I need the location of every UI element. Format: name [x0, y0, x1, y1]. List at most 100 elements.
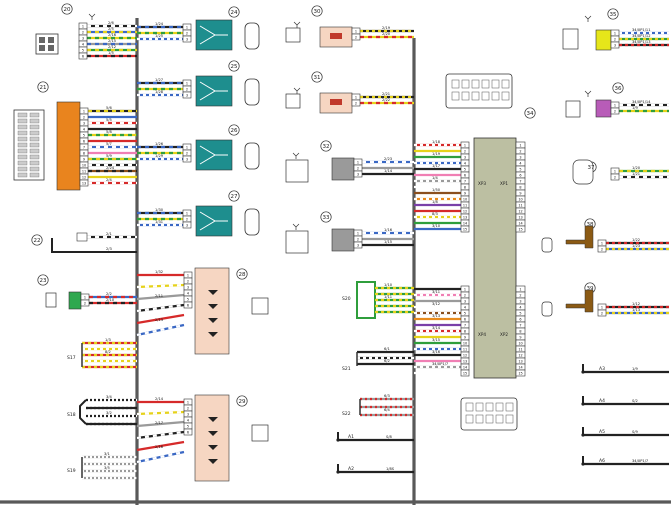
pin-number: 1	[601, 241, 603, 245]
callout-number: 32	[323, 144, 330, 150]
pin-number: 3	[187, 285, 189, 289]
loop-wire	[51, 238, 137, 253]
ecu-connector-cell	[461, 91, 470, 101]
ground-a5-label: A5	[599, 429, 605, 435]
diode	[208, 431, 218, 436]
wire-label: 3/13	[432, 314, 440, 318]
fork-mark	[293, 21, 301, 28]
connector-21-cell	[29, 148, 40, 154]
pin-number: 12	[518, 353, 522, 357]
wire-label: 2/13	[155, 318, 163, 322]
pin-cell	[80, 299, 90, 307]
pin-number: 3	[82, 36, 84, 40]
connector-21-cell	[17, 142, 28, 148]
wire-label: 3/16	[432, 350, 441, 354]
pin-number: 10	[463, 197, 467, 201]
connector-21-cell	[29, 130, 40, 136]
callout-circle	[311, 5, 323, 17]
pin-number: 1	[614, 31, 616, 35]
pin-number: 5	[464, 167, 466, 171]
wire-label: 1/21	[632, 172, 640, 176]
pin-number: 1	[83, 109, 85, 113]
pin-cell	[353, 170, 363, 178]
wire-label: 6/3	[384, 394, 390, 398]
ground-dot	[336, 438, 340, 442]
wire-label: 2/6	[108, 21, 114, 25]
pin-number: 2	[601, 311, 603, 315]
connector-21-cell	[29, 112, 40, 118]
connector-21-cell	[29, 154, 40, 160]
splice-s19-label: S19	[67, 468, 76, 474]
connector-21-cell	[29, 160, 40, 166]
wire-label: 2/18	[155, 445, 164, 449]
connector-21-cell	[29, 118, 40, 124]
callout-circle	[320, 211, 332, 223]
callout-circle	[61, 3, 73, 15]
connector-21-cell	[17, 166, 28, 172]
pin-number: 5	[464, 311, 466, 315]
callout-circle	[311, 71, 323, 83]
wire-label: 1/20	[632, 166, 641, 170]
fork-mark	[584, 90, 592, 97]
wire-label: 2/19	[382, 26, 391, 30]
pin-number: 4	[82, 42, 84, 46]
wire-label: 3/11	[432, 290, 440, 294]
wire-label: 1/19	[432, 152, 441, 156]
ecu-connector-cell	[461, 79, 470, 89]
ground-dot	[581, 370, 585, 374]
callout-number: 24	[231, 10, 238, 16]
wire-label: 3/4	[106, 395, 112, 399]
heater-element	[330, 33, 342, 39]
callout-number: 34	[527, 111, 534, 117]
pin-number: 4	[519, 305, 521, 309]
pin-number: 1	[357, 231, 359, 235]
wire-label: 8/2	[105, 350, 111, 354]
wire-label: 34/XP1/14	[632, 100, 651, 104]
wire-label: 2/1	[106, 232, 112, 236]
wire-label: 1/27	[155, 78, 163, 82]
wire-label: 2/17	[155, 421, 163, 425]
callout-circle	[228, 190, 240, 202]
callout-circle	[228, 124, 240, 136]
pin-number: 7	[519, 323, 521, 327]
ecu-connector-cell	[501, 91, 510, 101]
pin-number: 3	[357, 172, 359, 176]
wire-label: 1/3	[105, 338, 111, 342]
pin-number: 4	[464, 305, 466, 309]
wire-label: 1/22	[632, 238, 640, 242]
pin-number: 7	[519, 179, 521, 183]
wire-label: 2/16	[108, 33, 117, 37]
pin-number: 1	[519, 143, 521, 147]
ground-wire-label: S/9	[632, 430, 638, 434]
wire-label: 2/5	[108, 27, 114, 31]
pin-number: 1	[601, 305, 603, 309]
callout-number: 31	[314, 75, 321, 81]
pin-number: 2	[186, 31, 188, 35]
wire-label: 1/16	[384, 228, 393, 232]
wire-label: 3/15	[432, 338, 440, 342]
wire-label: 1/28	[155, 90, 164, 94]
pin-number: 6	[82, 54, 84, 58]
connector-21-cell	[17, 130, 28, 136]
components	[13, 3, 624, 482]
connector-21-cell	[17, 112, 28, 118]
pin-number: 3	[464, 299, 466, 303]
wire-label: 1/9	[632, 106, 638, 110]
connector-21-cell	[29, 142, 40, 148]
pin-number: 2	[355, 35, 357, 39]
brown-sensor-38	[565, 225, 594, 249]
relay-symbol	[199, 145, 228, 165]
pin-number: 2	[357, 166, 359, 170]
ground-dot	[336, 470, 340, 474]
wire-label: 2/3	[106, 247, 112, 251]
ecu-connector-cell	[491, 91, 500, 101]
ecu-connector-cell	[475, 402, 484, 412]
wire-label: 1/26	[155, 142, 164, 146]
pin-number: 11	[518, 347, 522, 351]
yellow-block-35	[595, 29, 612, 51]
splice-s22-label: S22	[342, 411, 351, 417]
pin-number: 11	[463, 347, 467, 351]
wire	[136, 283, 185, 289]
brown-sensor-39	[565, 289, 594, 313]
